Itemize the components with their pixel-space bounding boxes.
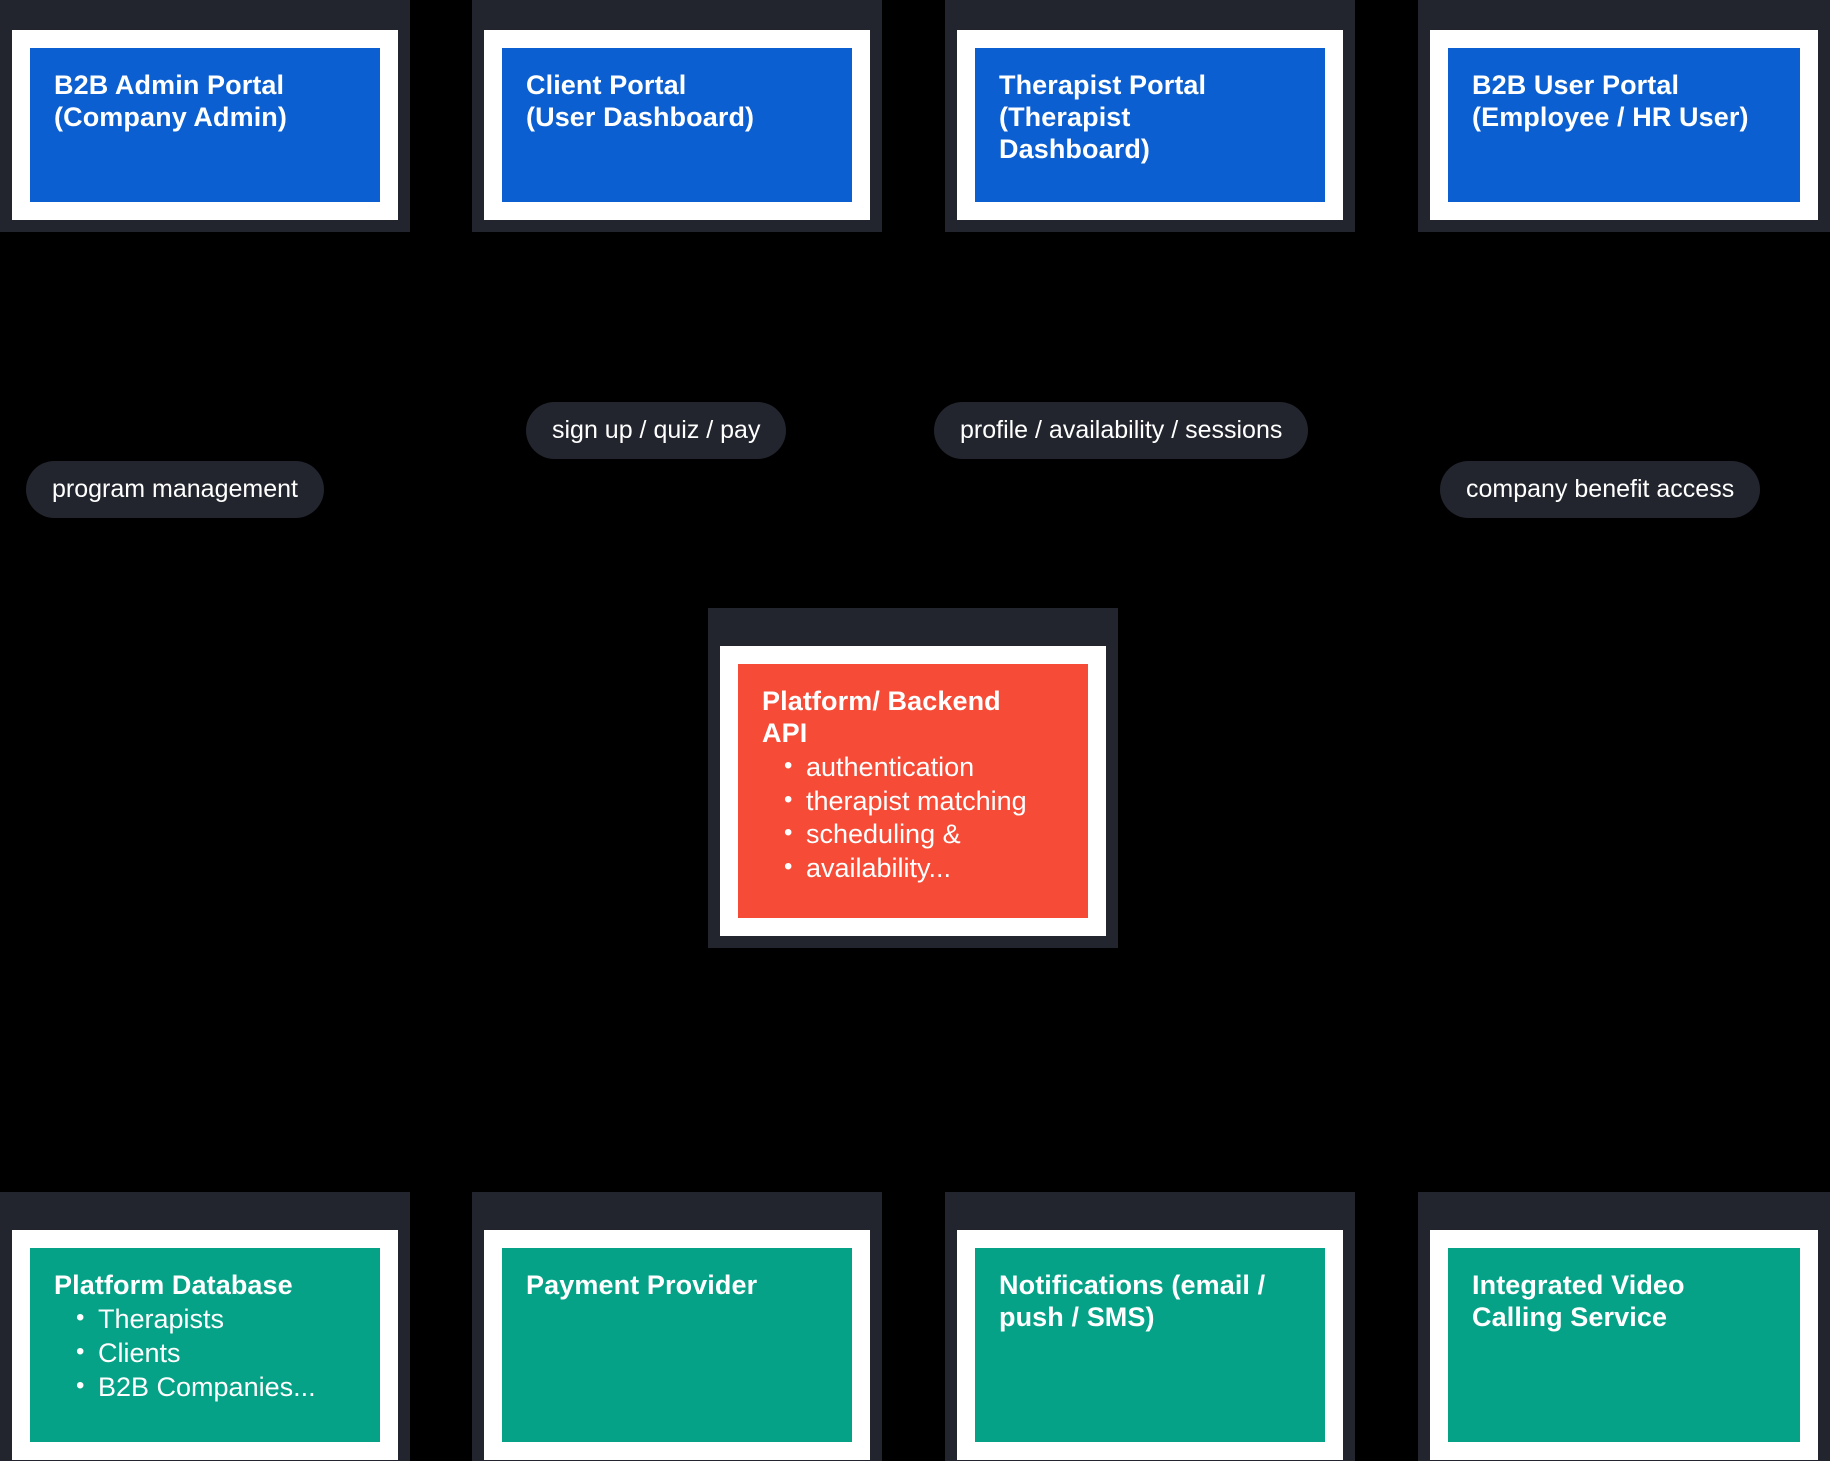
node-body: Therapist Portal (Therapist Dashboard) xyxy=(975,48,1325,202)
list-item: B2B Companies... xyxy=(54,1371,356,1404)
list-item-continuation: availability... xyxy=(762,852,1064,885)
node-title-line-1: Platform Database xyxy=(54,1270,293,1300)
node-title-line-2: push / SMS) xyxy=(999,1301,1155,1332)
node-title-line-3: Dashboard) xyxy=(999,133,1151,164)
node-payment-provider[interactable]: Payment Provider xyxy=(472,1192,882,1461)
node-body: B2B User Portal (Employee / HR User) xyxy=(1448,48,1800,202)
edge-label-text: sign up / quiz / pay xyxy=(552,416,761,444)
node-body: Platform/ Backend API authentication the… xyxy=(738,664,1088,918)
node-frame: Client Portal (User Dashboard) xyxy=(484,30,870,220)
node-frame: Platform/ Backend API authentication the… xyxy=(720,646,1106,936)
node-title-line-2: (Company Admin) xyxy=(54,101,287,132)
node-title-line-2: API xyxy=(762,717,808,748)
node-body: Client Portal (User Dashboard) xyxy=(502,48,852,202)
list-item: authentication xyxy=(762,751,1064,784)
node-title-line-1: Platform/ Backend xyxy=(762,686,1001,716)
edge-label-profile-availability-sessions[interactable]: profile / availability / sessions xyxy=(934,402,1309,459)
node-body: Integrated Video Calling Service xyxy=(1448,1248,1800,1442)
node-client-portal[interactable]: Client Portal (User Dashboard) xyxy=(472,0,882,232)
edge-label-company-benefit-access[interactable]: company benefit access xyxy=(1440,461,1761,518)
node-frame: Integrated Video Calling Service xyxy=(1430,1230,1818,1460)
node-title-line-1: B2B User Portal xyxy=(1472,70,1680,100)
node-title-line-1: Therapist Portal xyxy=(999,70,1207,100)
node-frame: B2B Admin Portal (Company Admin) xyxy=(12,30,398,220)
node-frame: Platform Database Therapists Clients B2B… xyxy=(12,1230,398,1460)
list-item: therapist matching xyxy=(762,785,1064,818)
node-body: Notifications (email / push / SMS) xyxy=(975,1248,1325,1442)
node-body: Payment Provider xyxy=(502,1248,852,1442)
list-item: scheduling & xyxy=(762,818,1064,851)
node-platform-backend-api[interactable]: Platform/ Backend API authentication the… xyxy=(708,608,1118,948)
node-frame: Therapist Portal (Therapist Dashboard) xyxy=(957,30,1343,220)
node-platform-database[interactable]: Platform Database Therapists Clients B2B… xyxy=(0,1192,410,1461)
edge-label-signup-quiz-pay[interactable]: sign up / quiz / pay xyxy=(526,402,787,459)
node-title-line-2: Calling Service xyxy=(1472,1301,1668,1332)
node-notifications[interactable]: Notifications (email / push / SMS) xyxy=(945,1192,1355,1461)
node-therapist-portal[interactable]: Therapist Portal (Therapist Dashboard) xyxy=(945,0,1355,232)
node-title-line-2: (User Dashboard) xyxy=(526,101,755,132)
edge-label-text: profile / availability / sessions xyxy=(960,416,1283,444)
node-title-line-1: Client Portal xyxy=(526,70,687,100)
node-feature-list: authentication therapist matching schedu… xyxy=(762,751,1064,885)
node-body: Platform Database Therapists Clients B2B… xyxy=(30,1248,380,1442)
node-title-line-1: B2B Admin Portal xyxy=(54,70,285,100)
node-b2b-user-portal[interactable]: B2B User Portal (Employee / HR User) xyxy=(1418,0,1830,232)
node-frame: B2B User Portal (Employee / HR User) xyxy=(1430,30,1818,220)
node-feature-list: Therapists Clients B2B Companies... xyxy=(54,1303,356,1404)
edge-label-text: program management xyxy=(52,475,298,503)
node-body: B2B Admin Portal (Company Admin) xyxy=(30,48,380,202)
node-frame: Notifications (email / push / SMS) xyxy=(957,1230,1343,1460)
edge-label-text: company benefit access xyxy=(1466,475,1735,503)
node-b2b-admin-portal[interactable]: B2B Admin Portal (Company Admin) xyxy=(0,0,410,232)
node-title-line-1: Payment Provider xyxy=(526,1270,758,1300)
node-integrated-video-calling-service[interactable]: Integrated Video Calling Service xyxy=(1418,1192,1830,1461)
node-title-line-1: Integrated Video xyxy=(1472,1270,1685,1300)
node-title-line-2: (Therapist xyxy=(999,101,1131,132)
list-item: Therapists xyxy=(54,1303,356,1336)
node-frame: Payment Provider xyxy=(484,1230,870,1460)
list-item: Clients xyxy=(54,1337,356,1370)
edge-label-program-management[interactable]: program management xyxy=(26,461,324,518)
node-title-line-1: Notifications (email / xyxy=(999,1270,1266,1300)
node-title-line-2: (Employee / HR User) xyxy=(1472,101,1749,132)
